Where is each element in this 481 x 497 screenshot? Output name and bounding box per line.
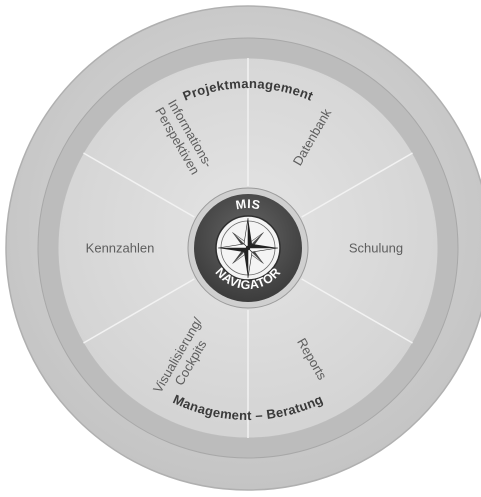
hub-label-top: MIS	[235, 197, 262, 213]
segment-divider	[301, 278, 413, 344]
segment-dividers	[83, 58, 413, 438]
segment-divider	[83, 152, 195, 218]
segment-label-kennzahlen: Kennzahlen	[86, 241, 155, 256]
segment-divider	[301, 152, 413, 218]
segment-label-line: Kennzahlen	[86, 241, 155, 256]
segment-label-schulung: Schulung	[349, 241, 403, 256]
compass-rose-icon	[217, 217, 279, 279]
segment-divider	[83, 278, 195, 344]
segment-label-line: Schulung	[349, 241, 403, 256]
